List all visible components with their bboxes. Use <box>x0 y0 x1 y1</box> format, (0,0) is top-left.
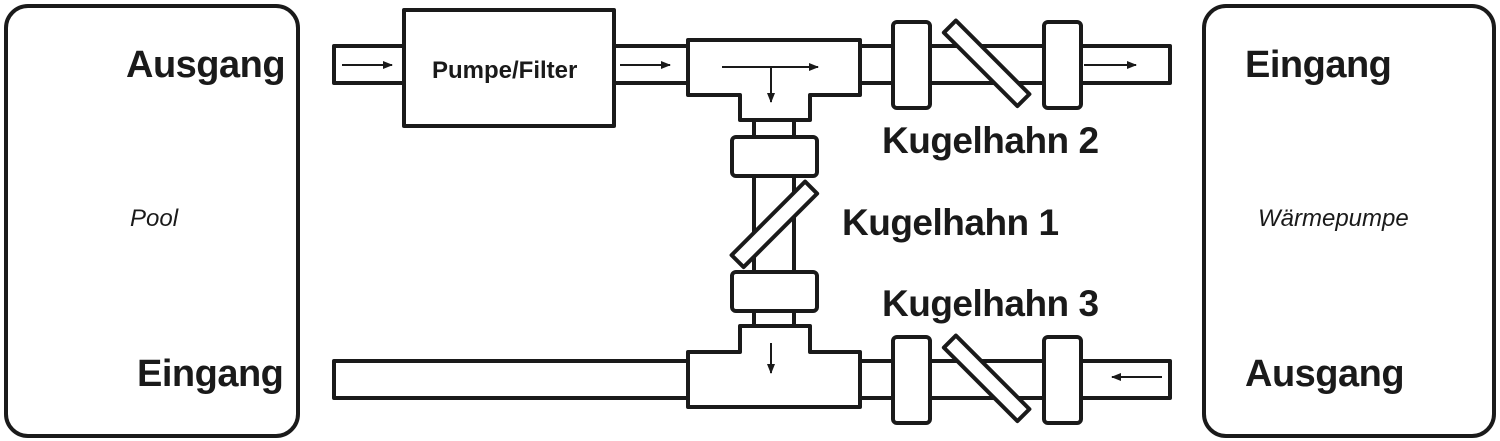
pool-inlet-label: Eingang <box>137 353 284 395</box>
valve2-union-left <box>891 20 932 110</box>
valve3-union-left <box>891 335 932 425</box>
pool-outlet-label: Ausgang <box>126 44 286 86</box>
valve-3-label: Kugelhahn 3 <box>882 283 1099 324</box>
heat-pump-title: Wärmepumpe <box>1258 205 1409 232</box>
bypass-union-lower <box>730 270 819 313</box>
valve3-handle <box>941 333 1032 424</box>
bypass-union-upper <box>730 135 819 178</box>
pool-box <box>4 4 300 438</box>
valve2-union-right <box>1042 20 1083 110</box>
valve3-union-right <box>1042 335 1083 425</box>
heat-pump-outlet-label: Ausgang <box>1245 353 1405 395</box>
valve-1-label: Kugelhahn 1 <box>842 202 1059 243</box>
bottom-tee-fitting <box>686 324 862 409</box>
pool-title: Pool <box>130 205 179 232</box>
valve1-handle <box>729 179 820 270</box>
heat-pump-inlet-label: Eingang <box>1245 44 1392 86</box>
pump-filter-label: Pumpe/Filter <box>432 57 578 84</box>
valve2-handle <box>941 18 1032 109</box>
valve-2-label: Kugelhahn 2 <box>882 120 1099 161</box>
bottom-pipe-pool-to-tee <box>332 359 690 400</box>
top-tee-fitting <box>686 38 862 122</box>
heat-pump-box <box>1202 4 1496 438</box>
